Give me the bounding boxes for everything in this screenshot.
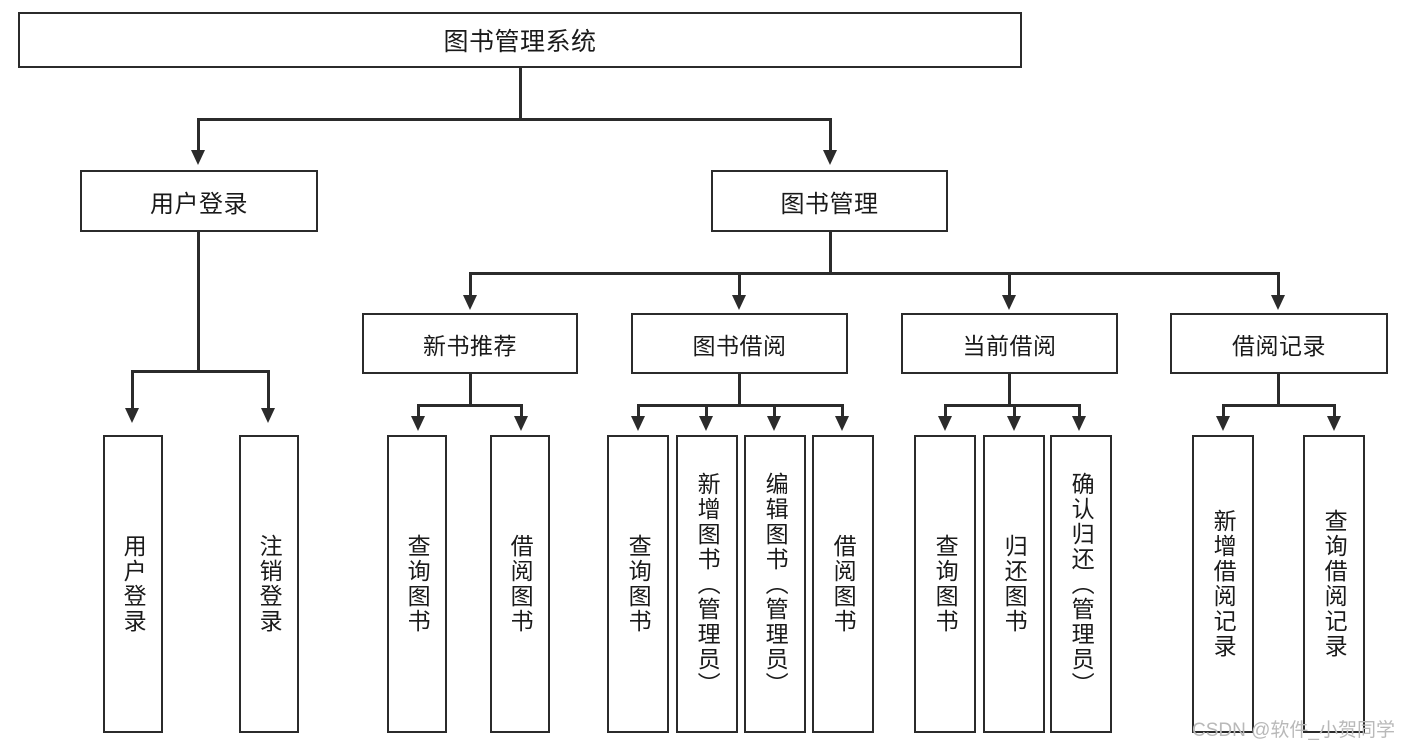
- node-label: 查询图书: [625, 534, 652, 634]
- connector-current-borrow-stem: [1008, 374, 1011, 406]
- arrowhead-user-login-leaf-2: [261, 408, 275, 423]
- arrowhead-to-user-login: [191, 150, 205, 165]
- node-new-book-recommend[interactable]: 新书推荐: [362, 313, 578, 374]
- node-book-management[interactable]: 图书管理: [711, 170, 948, 232]
- node-label: 用户登录: [120, 534, 147, 634]
- leaf-book-borrow-lend[interactable]: 借阅图书: [812, 435, 874, 733]
- connector-book-borrow-stem: [738, 374, 741, 406]
- connector-borrow-record-drop-2: [1333, 404, 1336, 418]
- arrowhead-user-login-leaf-1: [125, 408, 139, 423]
- connector-new-book-drop-1: [417, 404, 420, 418]
- node-label: 图书借阅: [692, 332, 787, 359]
- node-label: 借阅图书: [830, 534, 857, 634]
- leaf-borrow-record-add[interactable]: 新增借阅记录: [1192, 435, 1254, 733]
- node-current-borrow[interactable]: 当前借阅: [901, 313, 1118, 374]
- arrowhead-book-borrow-leaf-2: [699, 416, 713, 431]
- arrowhead-to-borrow-record: [1271, 295, 1285, 310]
- node-label: 查询图书: [404, 534, 431, 634]
- connector-current-borrow-drop-3: [1078, 404, 1081, 418]
- connector-to-borrow-record: [1277, 272, 1280, 297]
- node-label: 图书管理系统: [443, 28, 597, 56]
- arrowhead-borrow-record-leaf-1: [1216, 416, 1230, 431]
- connector-new-book-drop-2: [520, 404, 523, 418]
- arrowhead-new-book-leaf-2: [514, 416, 528, 431]
- connector-current-borrow-drop-1: [944, 404, 947, 418]
- leaf-current-borrow-confirm-return[interactable]: 确认归还（管理员）: [1050, 435, 1112, 733]
- node-label: 新增借阅记录: [1210, 509, 1237, 659]
- connector-user-login-drop-1: [131, 370, 134, 410]
- connector-book-manage-bus: [469, 272, 1280, 275]
- arrowhead-to-new-book: [463, 295, 477, 310]
- connector-root-to-book-manage: [829, 118, 832, 152]
- connector-user-login-bus: [131, 370, 269, 373]
- node-label: 当前借阅: [962, 332, 1057, 359]
- node-label: 新增图书（管理员）: [694, 471, 721, 697]
- node-label: 新书推荐: [423, 332, 517, 359]
- node-book-borrow[interactable]: 图书借阅: [631, 313, 848, 374]
- arrowhead-current-borrow-leaf-2: [1007, 416, 1021, 431]
- connector-user-login-drop-2: [267, 370, 270, 410]
- leaf-book-borrow-edit[interactable]: 编辑图书（管理员）: [744, 435, 806, 733]
- node-root-system[interactable]: 图书管理系统: [18, 12, 1022, 68]
- arrowhead-current-borrow-leaf-1: [938, 416, 952, 431]
- arrowhead-to-book-borrow: [732, 295, 746, 310]
- connector-borrow-record-stem: [1277, 374, 1280, 406]
- leaf-user-login-login[interactable]: 用户登录: [103, 435, 163, 733]
- leaf-current-borrow-query[interactable]: 查询图书: [914, 435, 976, 733]
- arrowhead-book-borrow-leaf-3: [767, 416, 781, 431]
- node-label: 归还图书: [1001, 534, 1028, 634]
- connector-to-book-borrow: [738, 272, 741, 297]
- connector-to-current-borrow: [1008, 272, 1011, 297]
- connector-new-book-bus: [417, 404, 522, 407]
- node-label: 图书管理: [780, 190, 879, 218]
- arrowhead-current-borrow-leaf-3: [1072, 416, 1086, 431]
- node-label: 查询借阅记录: [1321, 509, 1348, 659]
- csdn-watermark: CSDN @软件_小贺同学: [1192, 720, 1395, 741]
- connector-to-new-book: [469, 272, 472, 297]
- connector-root-stem: [519, 68, 522, 120]
- leaf-new-book-query[interactable]: 查询图书: [387, 435, 447, 733]
- arrowhead-to-book-manage: [823, 150, 837, 165]
- connector-book-manage-stem: [829, 232, 832, 274]
- leaf-book-borrow-query[interactable]: 查询图书: [607, 435, 669, 733]
- connector-book-borrow-drop-3: [773, 404, 776, 418]
- leaf-borrow-record-query[interactable]: 查询借阅记录: [1303, 435, 1365, 733]
- connector-book-borrow-drop-2: [705, 404, 708, 418]
- leaf-book-borrow-add[interactable]: 新增图书（管理员）: [676, 435, 738, 733]
- node-label: 借阅记录: [1232, 332, 1326, 359]
- arrowhead-book-borrow-leaf-1: [631, 416, 645, 431]
- connector-book-borrow-drop-1: [637, 404, 640, 418]
- connector-borrow-record-bus: [1222, 404, 1335, 407]
- connector-borrow-record-drop-1: [1222, 404, 1225, 418]
- node-label: 编辑图书（管理员）: [762, 471, 789, 697]
- node-label: 确认归还（管理员）: [1068, 471, 1095, 697]
- node-user-login[interactable]: 用户登录: [80, 170, 318, 232]
- node-label: 用户登录: [150, 190, 248, 218]
- connector-current-borrow-drop-2: [1013, 404, 1016, 418]
- arrowhead-new-book-leaf-1: [411, 416, 425, 431]
- connector-root-bus: [197, 118, 831, 121]
- node-label: 查询图书: [932, 534, 959, 634]
- connector-new-book-stem: [469, 374, 472, 406]
- arrowhead-borrow-record-leaf-2: [1327, 416, 1341, 431]
- connector-book-borrow-drop-4: [841, 404, 844, 418]
- arrowhead-to-current-borrow: [1002, 295, 1016, 310]
- connector-user-login-stem: [197, 232, 200, 372]
- arrowhead-book-borrow-leaf-4: [835, 416, 849, 431]
- node-label: 借阅图书: [507, 534, 534, 634]
- node-label: 注销登录: [256, 534, 283, 634]
- leaf-user-login-logout[interactable]: 注销登录: [239, 435, 299, 733]
- node-borrow-record[interactable]: 借阅记录: [1170, 313, 1388, 374]
- connector-book-borrow-bus: [637, 404, 844, 407]
- leaf-current-borrow-return[interactable]: 归还图书: [983, 435, 1045, 733]
- connector-root-to-user-login: [197, 118, 200, 152]
- leaf-new-book-borrow[interactable]: 借阅图书: [490, 435, 550, 733]
- connector-current-borrow-bus: [944, 404, 1080, 407]
